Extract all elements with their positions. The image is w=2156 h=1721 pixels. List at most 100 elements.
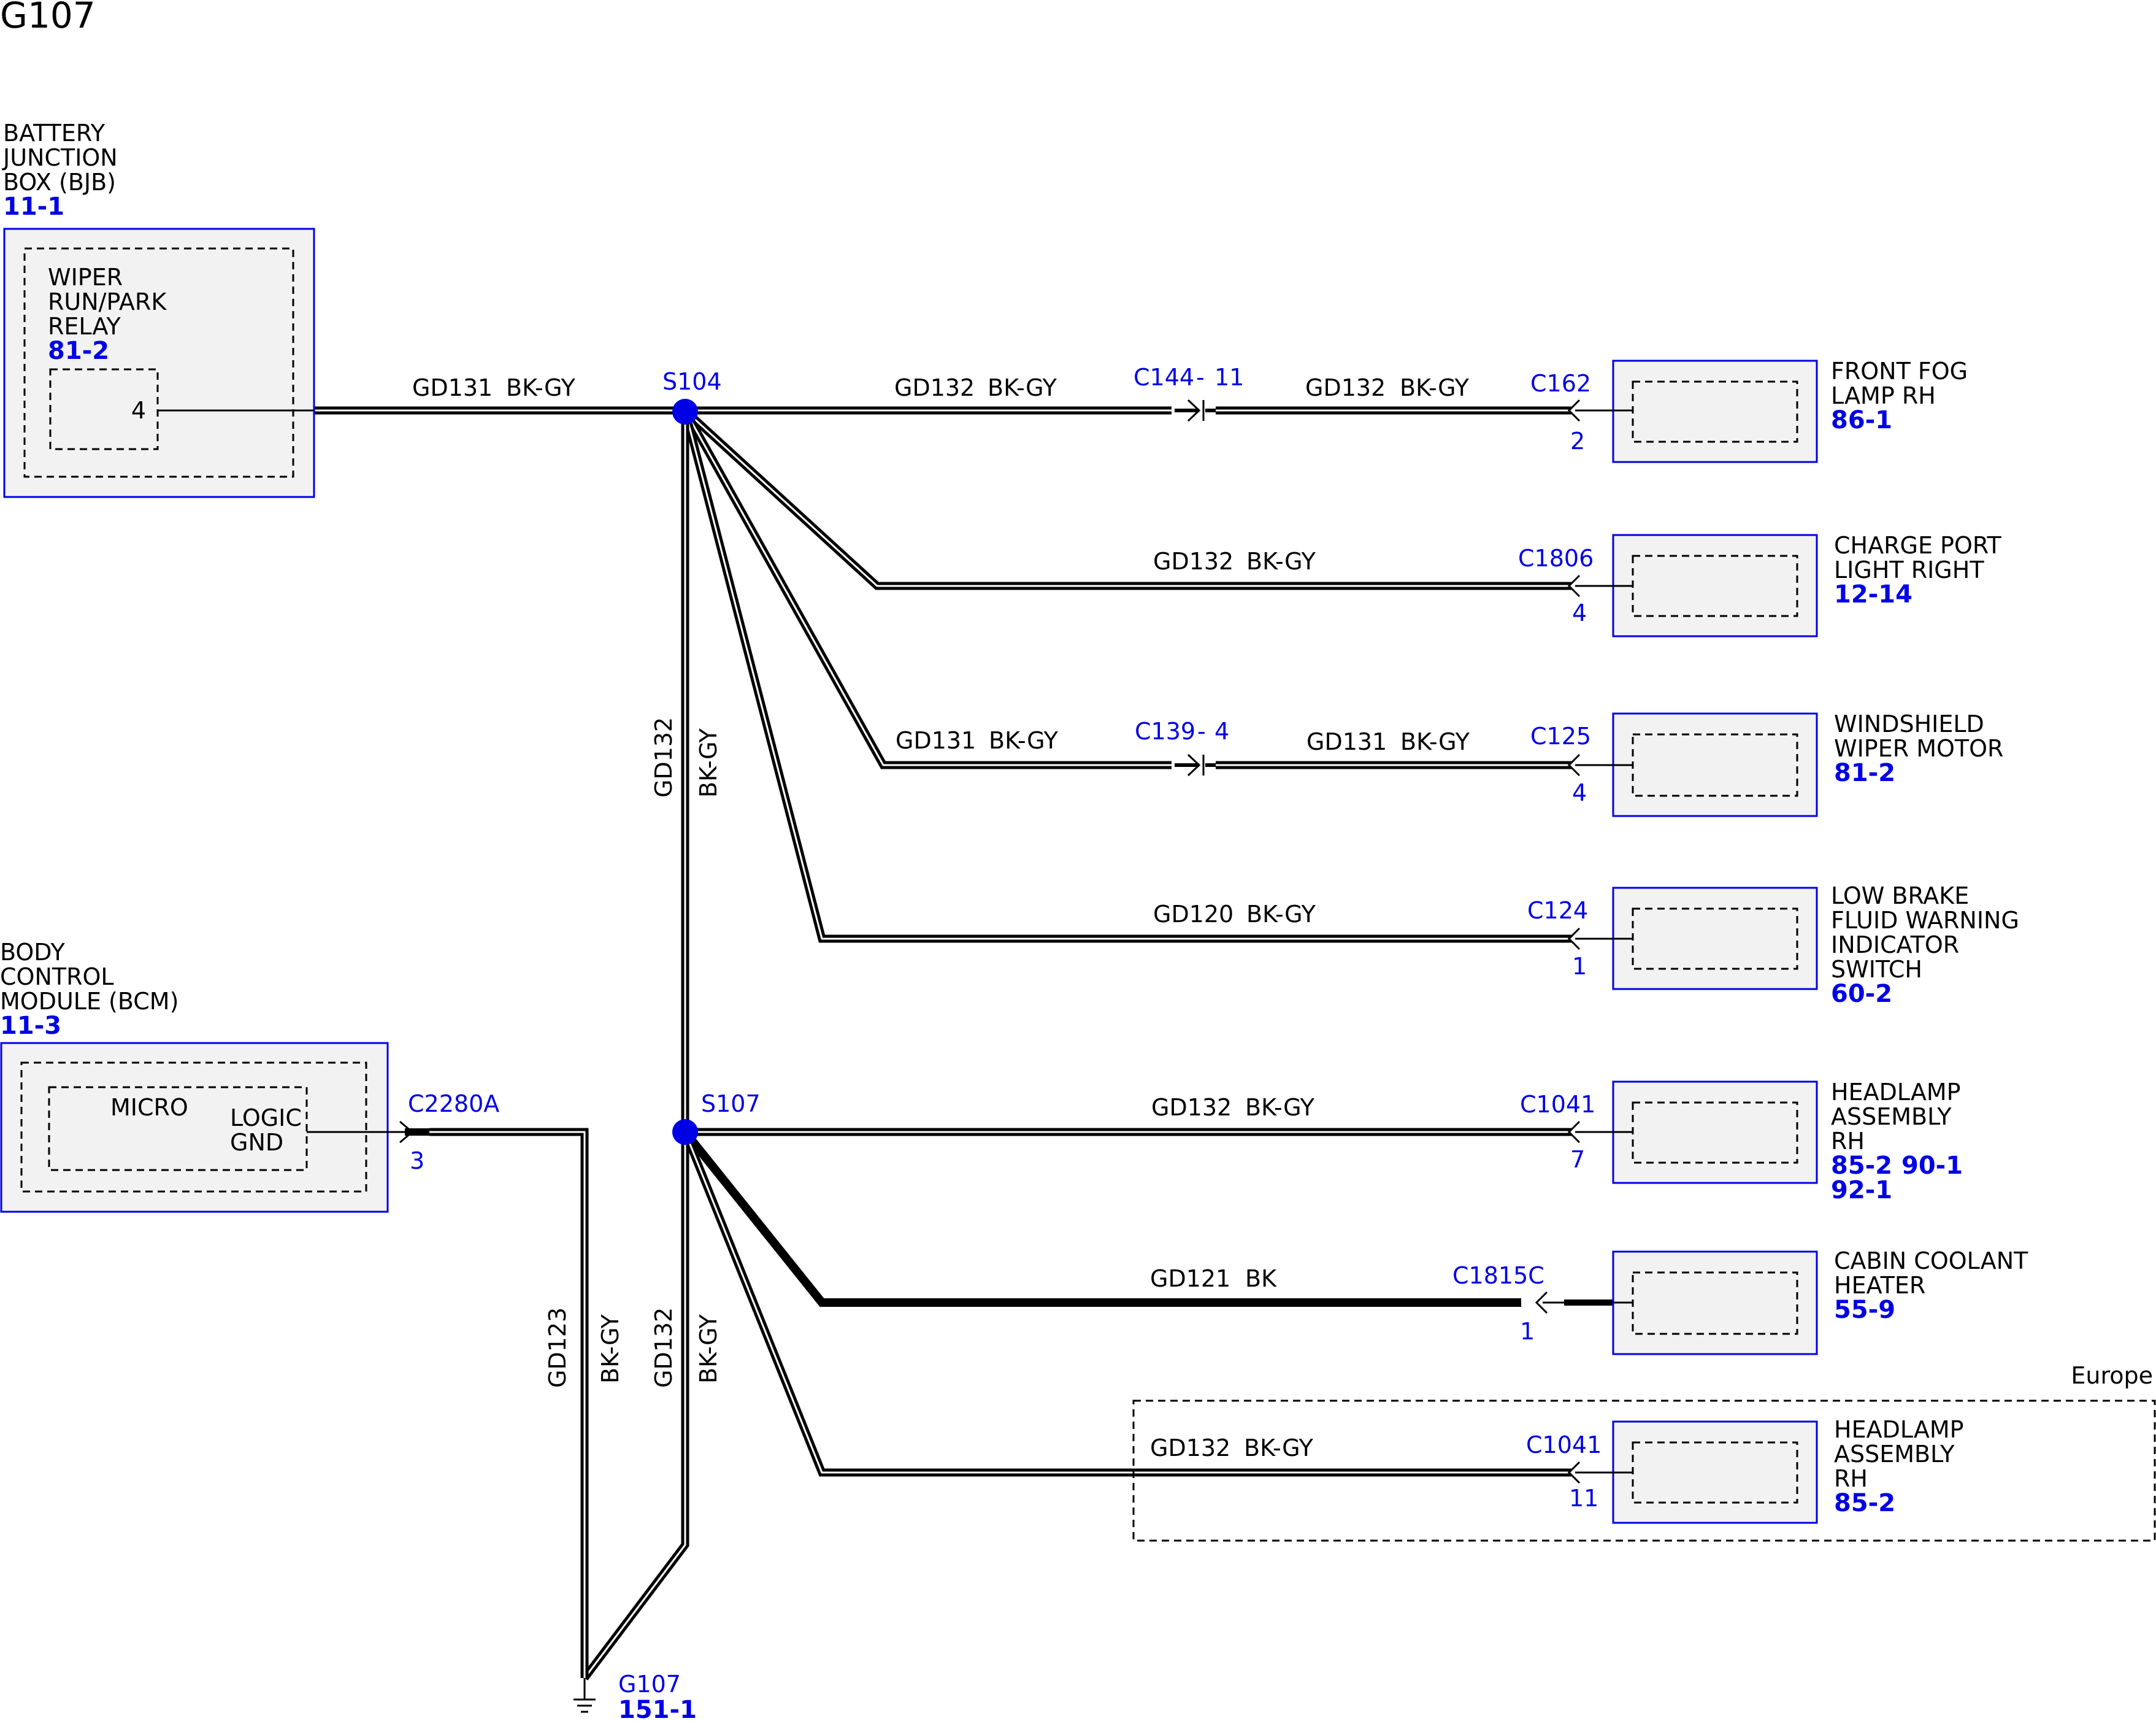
- connector-c124[interactable]: C124 1: [1527, 897, 1633, 980]
- wire-s107-to-c1815c: [681, 1129, 1521, 1307]
- wire-label-head1: GD132 BK-GY: [1151, 1094, 1315, 1121]
- wire-wiper-a-circuit: GD131: [896, 727, 976, 754]
- wire-head2-circuit: GD132: [1150, 1434, 1230, 1461]
- wire-label-heater: GD121 BK: [1150, 1265, 1277, 1292]
- relay-name-line-3: RELAY: [48, 313, 121, 340]
- wire-label-brake: GD120 BK-GY: [1153, 901, 1316, 928]
- connector-c2280a[interactable]: C2280A 3: [399, 1090, 499, 1174]
- wire-s107-to-c1041-europe: [681, 1130, 1571, 1477]
- connector-c139[interactable]: C139 - 4: [1135, 718, 1229, 777]
- ground-g107[interactable]: G107 151-1: [574, 1671, 697, 1721]
- connector-c1041[interactable]: C1041 7: [1520, 1091, 1633, 1173]
- wire-head1-color: BK-GY: [1245, 1094, 1315, 1121]
- wire-fog-a-circuit: GD132: [894, 374, 975, 401]
- body-control-module[interactable]: BODY CONTROL MODULE (BCM) 11-3 MICRO LOG…: [0, 939, 405, 1213]
- charge-port-light-right[interactable]: CHARGE PORT LIGHT RIGHT 12-14: [1612, 532, 2002, 637]
- c162-pin: 2: [1570, 428, 1585, 455]
- bcm-name-line-1: BODY: [0, 939, 65, 966]
- wire-s104-to-c124: [681, 409, 1571, 943]
- splice-s104[interactable]: S104: [662, 368, 722, 425]
- g107-ref[interactable]: 151-1: [618, 1696, 697, 1721]
- headlamp2-ref[interactable]: 85-2: [1834, 1489, 1895, 1517]
- c139-sep: -: [1197, 718, 1206, 745]
- front-fog-lamp-rh[interactable]: FRONT FOG LAMP RH 86-1: [1612, 358, 1968, 463]
- fog-ref[interactable]: 86-1: [1831, 406, 1892, 434]
- relay-name-line-2: RUN/PARK: [48, 288, 167, 315]
- wire-label-fog-b: GD132 BK-GY: [1305, 374, 1470, 401]
- wiper-motor-name-line-2: WIPER MOTOR: [1834, 735, 2003, 762]
- wire-wiper-a-color: BK-GY: [989, 727, 1059, 754]
- headlamp1-ref-2[interactable]: 90-1: [1901, 1152, 1963, 1180]
- c144-pin: 11: [1214, 364, 1244, 391]
- relay-ref[interactable]: 81-2: [48, 337, 109, 365]
- wire-label-charge: GD132 BK-GY: [1153, 548, 1316, 575]
- battery-junction-box[interactable]: BATTERY JUNCTION BOX (BJB) 11-1: [2, 120, 315, 498]
- wire-wiper-b-color: BK-GY: [1400, 728, 1470, 755]
- wire-bjb-circuit: GD131: [412, 374, 493, 401]
- logic-gnd-line-2: GND: [230, 1129, 283, 1156]
- headlamp1-name-line-1: HEADLAMP: [1831, 1079, 1961, 1106]
- heater-ref[interactable]: 55-9: [1834, 1296, 1895, 1324]
- wiper-motor-ref[interactable]: 81-2: [1834, 759, 1895, 787]
- wire-trunk-color: BK-GY: [695, 728, 722, 798]
- wire-bjb-color: BK-GY: [506, 374, 576, 401]
- wire-label-wiper-a: GD131 BK-GY: [896, 727, 1059, 754]
- charge-ref[interactable]: 12-14: [1834, 580, 1912, 609]
- wire-charge-color: BK-GY: [1246, 548, 1316, 575]
- wire-head2-color: BK-GY: [1244, 1434, 1314, 1461]
- s107-label: S107: [701, 1090, 761, 1117]
- wire-fog-a-color: BK-GY: [988, 374, 1057, 401]
- wire-bcm-to-g107: [429, 1128, 589, 1678]
- c125-name: C125: [1530, 723, 1591, 750]
- bcm-ref[interactable]: 11-3: [0, 1012, 61, 1040]
- bjb-ref[interactable]: 11-1: [3, 193, 64, 221]
- micro-label: MICRO: [110, 1094, 188, 1121]
- wire-brake-circuit: GD120: [1153, 901, 1233, 928]
- c1815c-name: C1815C: [1452, 1262, 1544, 1289]
- heater-name-line-2: HEATER: [1834, 1272, 1925, 1299]
- windshield-wiper-motor[interactable]: WINDSHIELD WIPER MOTOR 81-2: [1612, 710, 2003, 817]
- wire-heater-color: BK: [1245, 1265, 1277, 1292]
- c1806-name: C1806: [1518, 545, 1594, 572]
- brake-ref[interactable]: 60-2: [1831, 980, 1892, 1008]
- c144-sep: -: [1196, 364, 1205, 391]
- brake-name-line-3: INDICATOR: [1831, 931, 1959, 958]
- connector-c1806[interactable]: C1806 4: [1518, 545, 1633, 626]
- fog-name-line-2: LAMP RH: [1831, 382, 1936, 409]
- wire-s107-gnd-color: BK-GY: [695, 1314, 722, 1384]
- connector-c144[interactable]: C144 - 11: [1134, 364, 1244, 422]
- c125-pin: 4: [1572, 779, 1587, 806]
- low-brake-fluid-switch[interactable]: LOW BRAKE FLUID WARNING INDICATOR SWITCH…: [1612, 882, 2019, 1008]
- s104-label: S104: [662, 368, 722, 395]
- connector-c162[interactable]: C162 2: [1530, 370, 1633, 455]
- wire-label-bjb: GD131 BK-GY: [412, 374, 576, 401]
- headlamp-assembly-rh[interactable]: HEADLAMP ASSEMBLY RH 85-2 90-1 92-1: [1612, 1079, 1963, 1204]
- c1041-name: C1041: [1520, 1091, 1595, 1118]
- c1806-pin: 4: [1572, 599, 1587, 626]
- wire-label-bcm: GD123 BK-GY: [544, 1307, 624, 1388]
- bjb-name-line-3: BOX (BJB): [3, 169, 116, 196]
- headlamp2-name-line-3: RH: [1834, 1465, 1868, 1492]
- g107-label: G107: [618, 1671, 681, 1698]
- wire-fog-b-circuit: GD132: [1305, 374, 1386, 401]
- wire-s107-gnd-circuit: GD132: [650, 1307, 677, 1388]
- wire-label-wiper-b: GD131 BK-GY: [1306, 728, 1470, 755]
- headlamp-assembly-rh-europe[interactable]: HEADLAMP ASSEMBLY RH 85-2: [1612, 1416, 1964, 1524]
- connector-c1041-europe[interactable]: C1041 11: [1526, 1431, 1633, 1512]
- brake-name-line-4: SWITCH: [1831, 956, 1922, 983]
- c1041-europe-pin: 11: [1569, 1485, 1598, 1512]
- connector-c1815c[interactable]: C1815C 1: [1452, 1262, 1633, 1345]
- headlamp2-name-line-1: HEADLAMP: [1834, 1416, 1964, 1443]
- headlamp1-ref-3[interactable]: 92-1: [1831, 1176, 1892, 1204]
- wire-fog-b-color: BK-GY: [1400, 374, 1470, 401]
- wiper-run-park-relay[interactable]: WIPER RUN/PARK RELAY 81-2 4: [48, 264, 314, 450]
- cabin-coolant-heater[interactable]: CABIN COOLANT HEATER 55-9: [1612, 1247, 2028, 1355]
- wire-trunk-circuit: GD132: [650, 717, 677, 798]
- connector-c125[interactable]: C125 4: [1530, 723, 1633, 806]
- c2280a-pin: 3: [410, 1147, 424, 1174]
- wire-charge-circuit: GD132: [1153, 548, 1233, 575]
- splice-s107[interactable]: S107: [672, 1090, 761, 1145]
- wire-s104-to-c1806: [682, 407, 1571, 590]
- headlamp1-ref-1[interactable]: 85-2: [1831, 1152, 1892, 1180]
